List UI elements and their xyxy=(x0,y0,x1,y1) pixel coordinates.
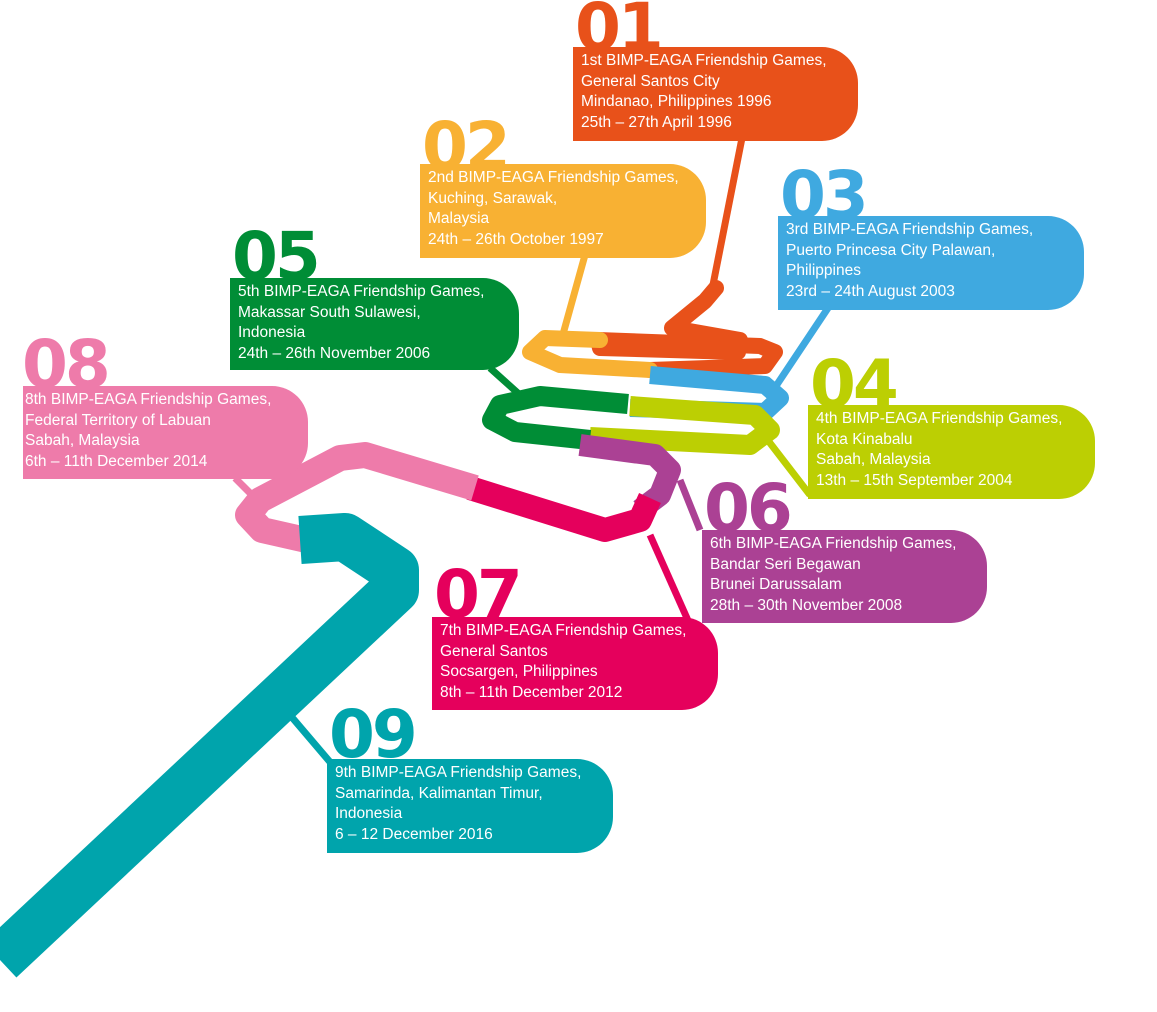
ribbon-segment-07 xyxy=(466,476,661,542)
edition-line: Puerto Princesa City Palawan, xyxy=(786,241,996,259)
edition-line: 6th BIMP-EAGA Friendship Games, xyxy=(710,535,957,552)
ribbon-segment-08 xyxy=(235,442,479,555)
edition-number: 07 xyxy=(434,556,523,633)
edition-line: Sabah, Malaysia xyxy=(816,451,931,469)
edition-line: Federal Territory of Labuan xyxy=(25,411,211,429)
edition-line: Makassar South Sulawesi, xyxy=(238,303,421,321)
edition-details-box: 3rd BIMP-EAGA Friendship Games, Puerto P… xyxy=(778,216,1084,310)
edition-line: Bandar Seri Begawan xyxy=(710,555,861,573)
edition-details-box: 9th BIMP-EAGA Friendship Games, Samarind… xyxy=(327,759,613,853)
leader-line-05 xyxy=(487,365,523,398)
edition-line: Kota Kinabalu xyxy=(816,430,913,448)
edition-line: 2nd BIMP-EAGA Friendship Games, xyxy=(428,169,679,186)
ribbon-segment-01 xyxy=(590,280,783,378)
edition-details-box: 6th BIMP-EAGA Friendship Games, Bandar S… xyxy=(702,530,987,623)
edition-line: 25th – 27th April 1996 xyxy=(581,114,732,132)
edition-line: Kuching, Sarawak, xyxy=(428,189,558,207)
edition-line: 24th – 26th October 1997 xyxy=(428,231,604,249)
edition-line: Malaysia xyxy=(428,210,490,228)
edition-line: 9th BIMP-EAGA Friendship Games, xyxy=(335,764,582,781)
edition-line: General Santos City xyxy=(581,72,720,90)
ribbon-segment-04 xyxy=(589,396,780,455)
leader-line-09 xyxy=(287,712,333,765)
edition-line: Mindanao, Philippines 1996 xyxy=(581,93,772,111)
edition-line: Indonesia xyxy=(238,324,306,342)
edition-line: Socsargen, Philippines xyxy=(440,663,598,681)
ribbon-segment-02 xyxy=(522,330,658,378)
edition-line: 6th – 11th December 2014 xyxy=(25,453,208,471)
edition-line: Samarinda, Kalimantan Timur, xyxy=(335,784,543,802)
edition-details-box: 2nd BIMP-EAGA Friendship Games, Kuching,… xyxy=(420,164,706,258)
ribbon-segment-09 xyxy=(0,513,419,978)
leader-line-03 xyxy=(767,303,833,397)
edition-line: 4th BIMP-EAGA Friendship Games, xyxy=(816,410,1063,427)
edition-line: Brunei Darussalam xyxy=(710,576,842,594)
edition-number: 09 xyxy=(329,696,418,773)
edition-line: 8th BIMP-EAGA Friendship Games, xyxy=(25,391,272,408)
edition-line: 1st BIMP-EAGA Friendship Games, xyxy=(581,52,827,69)
edition-line: 13th – 15th September 2004 xyxy=(816,472,1013,490)
ribbon-segment-06 xyxy=(578,434,681,519)
edition-line: 8th – 11th December 2012 xyxy=(440,684,623,702)
edition-line: 23rd – 24th August 2003 xyxy=(786,283,955,301)
ribbon-segment-05 xyxy=(482,386,629,450)
edition-line: 3rd BIMP-EAGA Friendship Games, xyxy=(786,221,1034,238)
leader-line-01 xyxy=(706,137,746,301)
edition-line: 24th – 26th November 2006 xyxy=(238,345,431,363)
edition-line: Sabah, Malaysia xyxy=(25,432,140,450)
edition-details-box: 4th BIMP-EAGA Friendship Games, Kota Kin… xyxy=(808,405,1095,499)
leader-line-02 xyxy=(556,254,589,346)
edition-line: 7th BIMP-EAGA Friendship Games, xyxy=(440,622,687,639)
edition-line: Indonesia xyxy=(335,805,403,823)
edition-details-box: 1st BIMP-EAGA Friendship Games, General … xyxy=(573,47,858,141)
edition-details-box: 5th BIMP-EAGA Friendship Games, Makassar… xyxy=(230,278,519,370)
edition-line: General Santos xyxy=(440,642,548,660)
leader-line-07 xyxy=(646,533,694,627)
edition-details-box: 8th BIMP-EAGA Friendship Games, Federal … xyxy=(23,386,308,479)
edition-line: 6 – 12 December 2016 xyxy=(335,826,493,844)
edition-line: 28th – 30th November 2008 xyxy=(710,597,903,615)
edition-details-box: 7th BIMP-EAGA Friendship Games, General … xyxy=(432,617,718,710)
leader-line-06 xyxy=(676,478,704,532)
edition-line: 5th BIMP-EAGA Friendship Games, xyxy=(238,283,485,300)
edition-line: Philippines xyxy=(786,262,861,280)
